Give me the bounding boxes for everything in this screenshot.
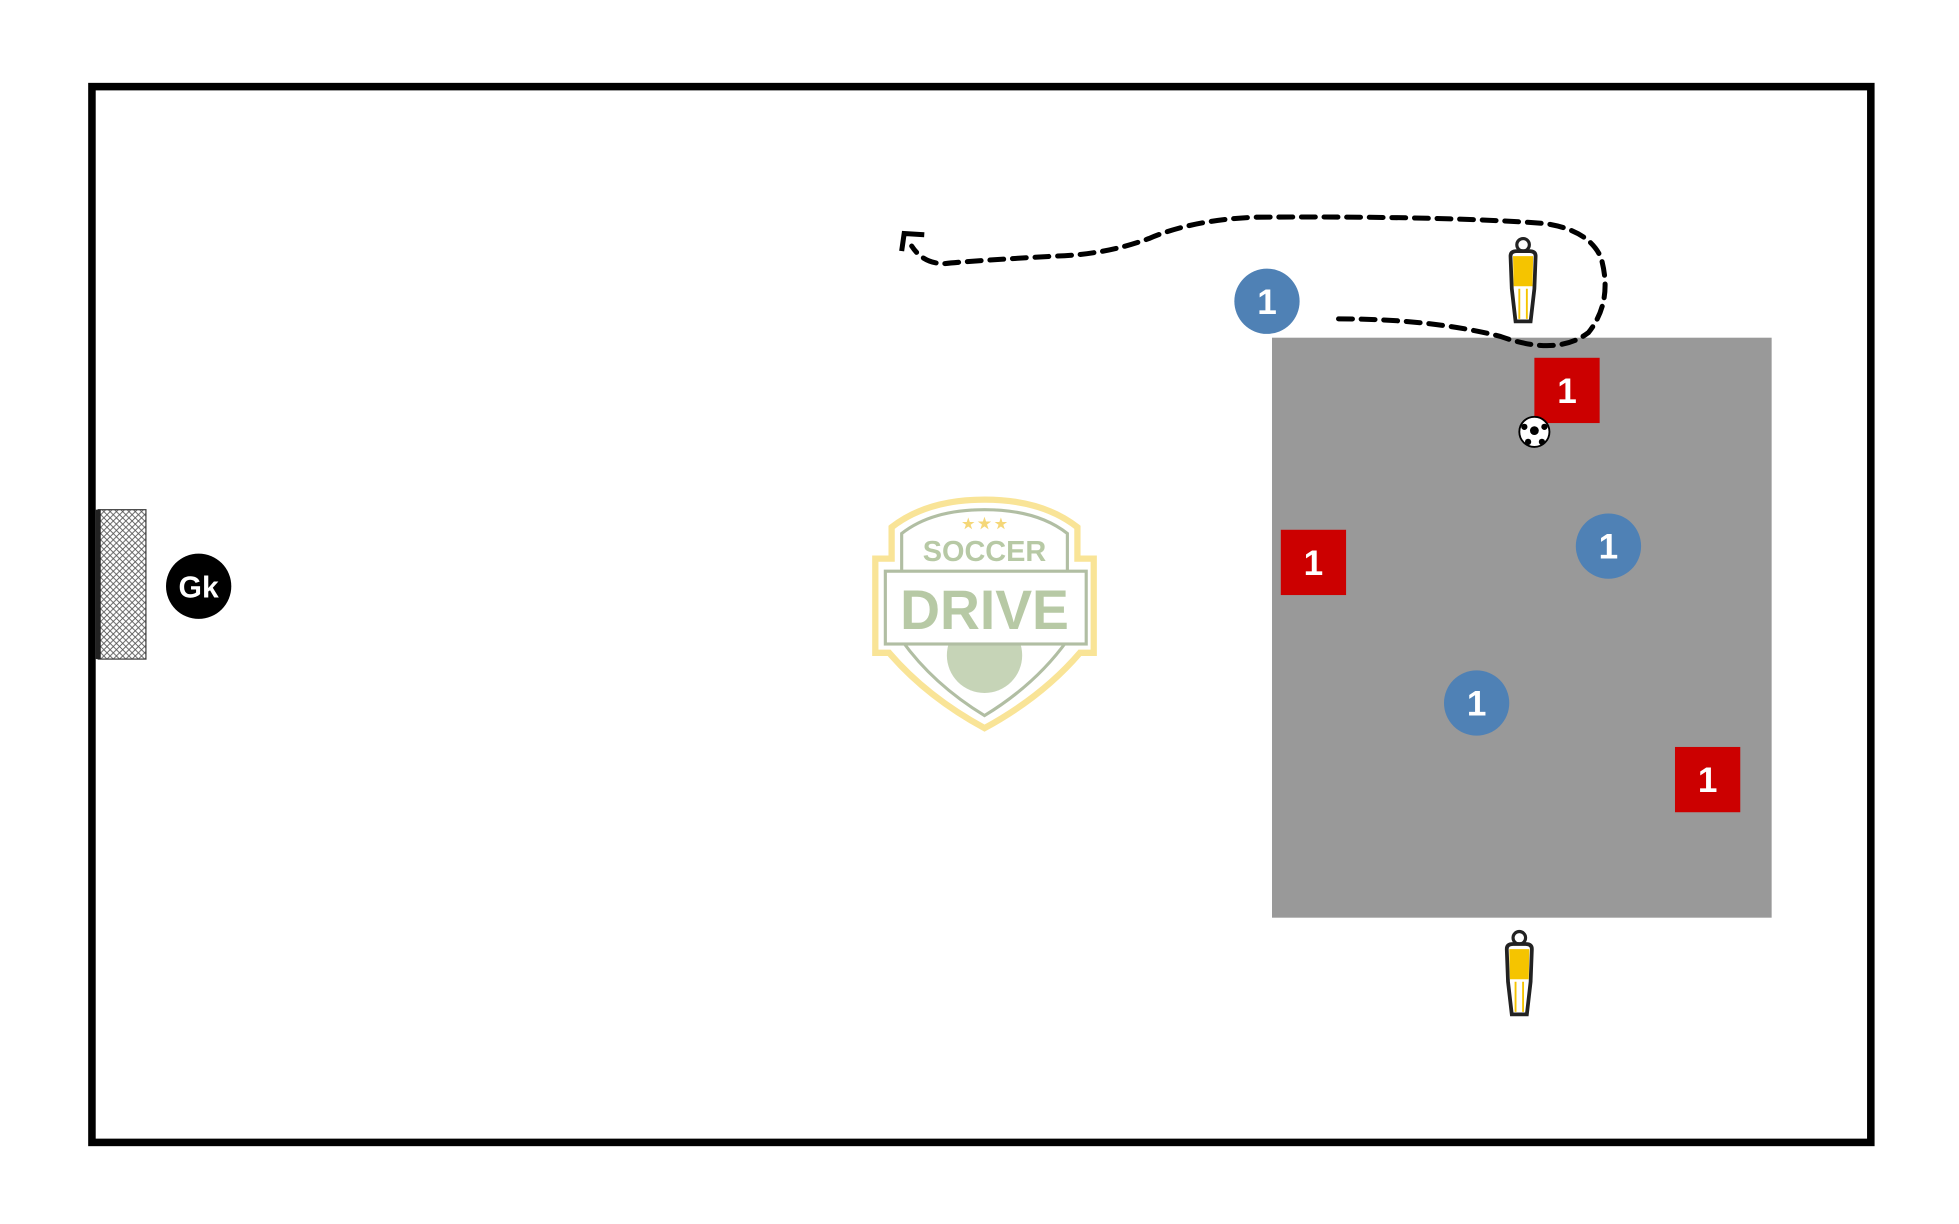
blue-player[interactable]: 1 (1575, 513, 1642, 579)
ball-icon[interactable] (1518, 415, 1551, 448)
logo-text-soccer: SOCCER (923, 536, 1047, 568)
svg-text:★: ★ (995, 517, 1008, 532)
svg-text:★: ★ (962, 517, 975, 532)
red-player-label: 1 (1304, 544, 1324, 583)
blue-player-label: 1 (1599, 528, 1619, 567)
blue-player-label: 1 (1467, 685, 1487, 724)
blue-player[interactable]: 1 (1443, 670, 1510, 736)
dribble-path (909, 214, 1608, 349)
svg-text:★: ★ (978, 516, 992, 533)
goalkeeper[interactable]: Gk (166, 553, 232, 619)
blue-player-label: 1 (1257, 283, 1277, 322)
mannequin-icon[interactable] (1508, 236, 1538, 324)
logo-text-drive: DRIVE (900, 579, 1069, 641)
arrow-head-icon (899, 230, 925, 252)
mannequin-icon[interactable] (1504, 929, 1534, 1017)
goalkeeper-label: Gk (179, 572, 219, 605)
red-player-label: 1 (1557, 372, 1577, 411)
red-player-label: 1 (1698, 761, 1718, 800)
blue-player[interactable]: 1 (1234, 268, 1300, 334)
red-player[interactable]: 1 (1534, 357, 1600, 424)
red-player[interactable]: 1 (1674, 746, 1741, 813)
goal (95, 509, 147, 660)
red-player[interactable]: 1 (1280, 529, 1347, 596)
soccer-drive-logo: ★ ★ ★ SOCCER DRIVE (872, 496, 1097, 732)
